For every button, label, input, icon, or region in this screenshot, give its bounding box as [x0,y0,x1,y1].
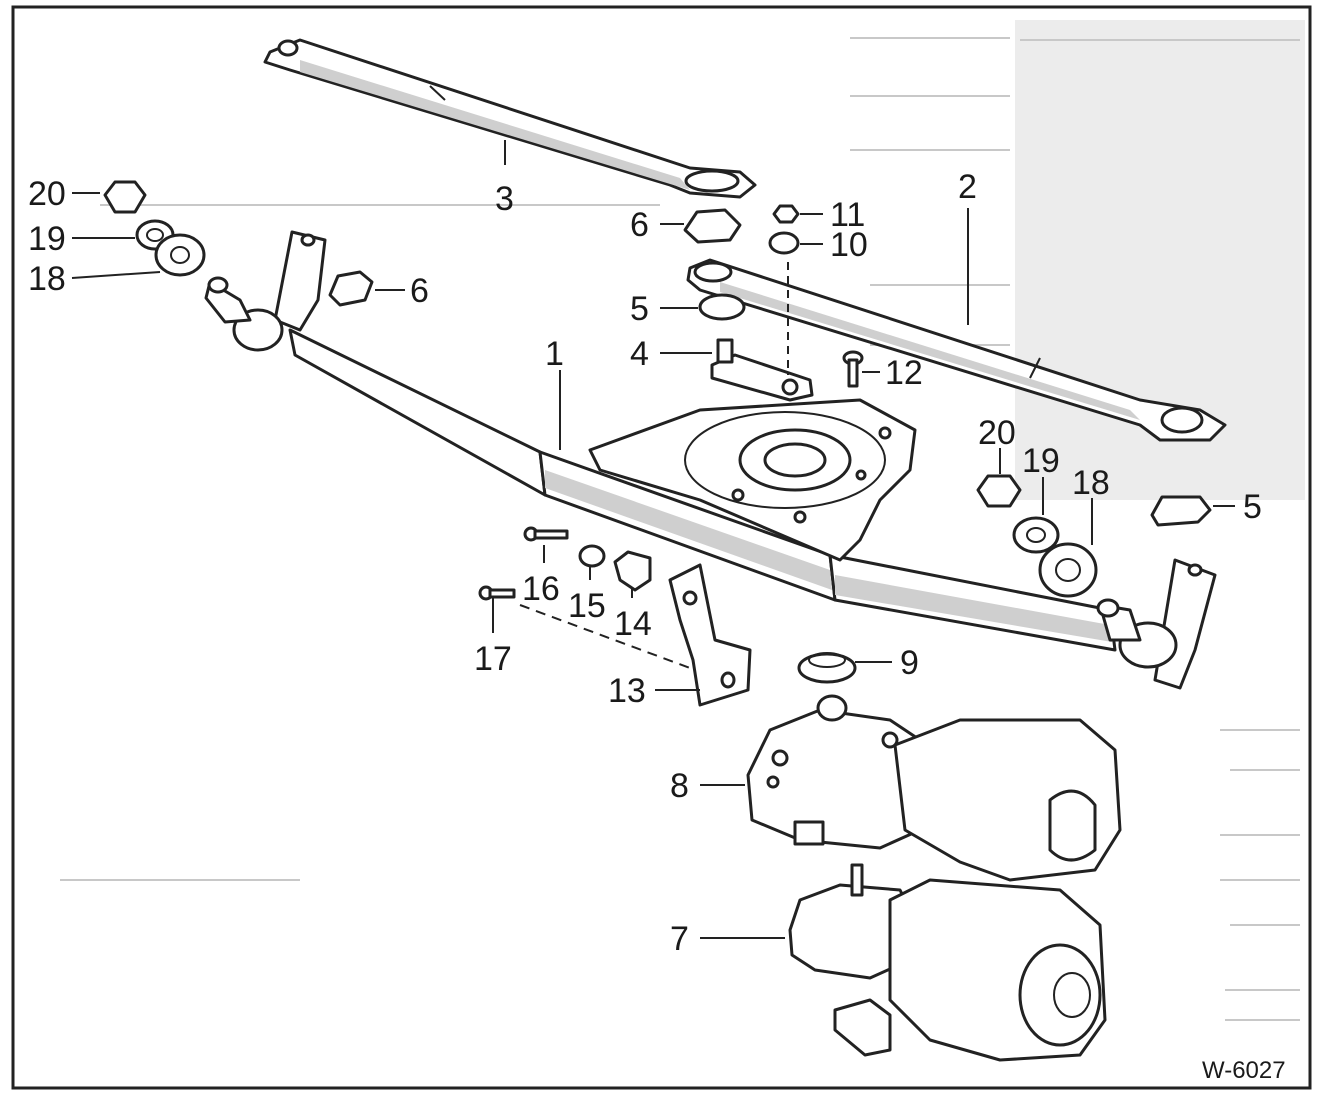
part-2-push-rod-right [686,258,1227,442]
callout-3: 3 [495,180,514,218]
callout-labels: 1 2 3 4 5 5 6 6 7 8 9 10 11 12 13 14 15 … [28,168,1262,958]
fastener-stack-left-18-19-20 [103,180,206,277]
parts-10-11-fasteners [768,204,800,255]
callout-18-left: 18 [28,260,66,298]
callout-20-right: 20 [978,414,1016,452]
callout-14: 14 [614,605,652,643]
fastener-stack-right-18-19-20 [976,474,1098,598]
callout-8: 8 [670,767,689,805]
part-8-wiper-motor [746,694,1122,882]
callout-18-right: 18 [1072,464,1110,502]
callout-15: 15 [568,587,606,625]
part-1-linkage-frame [204,230,1217,690]
part-9-grommet [797,652,857,684]
callout-6-left: 6 [410,272,429,310]
part-4-crank-arm [710,262,814,402]
callout-13: 13 [608,672,646,710]
leader-lines [71,140,1235,939]
figure-id-label: W-6027 [1202,1057,1286,1084]
callout-12: 12 [885,354,923,392]
callout-6-upper: 6 [630,206,649,244]
callout-1: 1 [545,335,564,373]
callout-9: 9 [900,644,919,682]
part-5-bushes [698,293,1212,527]
callout-19-right: 19 [1022,442,1060,480]
callout-5-upper: 5 [630,290,649,328]
callout-2: 2 [958,168,977,206]
parts-14-15-16-17 [478,526,691,669]
callout-17: 17 [474,640,512,678]
callout-4: 4 [630,335,649,373]
callout-11: 11 [830,196,865,234]
part-7-wiper-motor-alt [788,863,1107,1062]
part-12-screw [842,350,864,388]
callout-5-right: 5 [1243,488,1262,526]
figure-frame [11,5,1312,1090]
callout-10: 10 [830,226,868,264]
callout-16: 16 [522,570,560,608]
part-3-push-rod-upper [263,38,757,199]
part-6-cups [328,208,742,307]
callout-19-left: 19 [28,220,66,258]
callout-7: 7 [670,920,689,958]
part-13-bracket [668,563,752,707]
callout-20-left: 20 [28,175,66,213]
